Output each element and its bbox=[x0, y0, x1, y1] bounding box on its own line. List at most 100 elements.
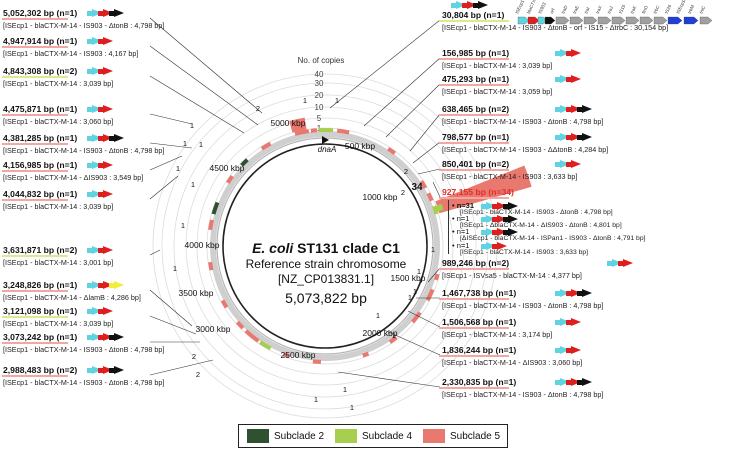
gene-body bbox=[98, 192, 105, 197]
gene-body bbox=[503, 230, 510, 235]
subclade-arc bbox=[426, 192, 434, 202]
leader-line bbox=[149, 359, 214, 376]
copy-count-label: 1 bbox=[408, 293, 412, 302]
gene-map-label: IS26 bbox=[664, 3, 673, 14]
gene-arrow bbox=[583, 16, 598, 25]
is903-icon bbox=[478, 1, 488, 9]
gene-body bbox=[492, 230, 499, 235]
legend-label: Subclade 2 bbox=[274, 431, 325, 442]
subclade-arc bbox=[259, 340, 272, 351]
leader-line bbox=[149, 45, 259, 126]
leader-line bbox=[149, 289, 193, 327]
leader-line bbox=[149, 142, 193, 149]
bla-icon bbox=[103, 366, 113, 374]
bla-icon bbox=[497, 215, 507, 223]
gene-body bbox=[98, 163, 105, 168]
bla-icon bbox=[571, 49, 581, 57]
gene-arrow bbox=[639, 16, 654, 25]
copy-bar-2 bbox=[289, 117, 307, 133]
label-underline bbox=[439, 169, 509, 171]
dnaA-label: dnaA bbox=[318, 145, 337, 154]
insertion-position: 156,985 bp (n=1) bbox=[442, 48, 510, 58]
label-underline bbox=[2, 199, 68, 201]
insertion-position: 475,293 bp (n=1) bbox=[442, 74, 510, 84]
copy-tick-label: 20 bbox=[315, 91, 324, 100]
gene-icon-group bbox=[555, 318, 620, 327]
isecp1-icon bbox=[92, 190, 102, 198]
gene-map-label: IS15 bbox=[618, 3, 627, 14]
grid-circle bbox=[185, 106, 465, 386]
isecp1-icon bbox=[92, 281, 102, 289]
gene-body bbox=[87, 69, 94, 74]
gene-map-label: orf bbox=[549, 7, 556, 15]
bla-icon bbox=[467, 1, 477, 9]
copy-count-label: 1 bbox=[191, 180, 195, 189]
gene-body bbox=[87, 335, 94, 340]
gene-body bbox=[109, 11, 116, 16]
leader-line bbox=[149, 17, 263, 114]
insertion-structure: [ISEcp1 - blaCTX-M-14 : 3,059 bp] bbox=[442, 87, 553, 96]
subclade-arc bbox=[387, 147, 397, 155]
copy-count-label: 1 bbox=[199, 140, 203, 149]
gene-icon-group bbox=[87, 134, 152, 143]
leader-line bbox=[337, 371, 441, 388]
gene-map-label: finO bbox=[641, 4, 649, 14]
leader-line bbox=[417, 168, 441, 175]
gene-arrow bbox=[625, 16, 640, 25]
n34-structure: [ΔISEcp1 - blaCTX-M-14 - ISPan1 - IS903 … bbox=[460, 235, 646, 242]
gene-icon-group bbox=[87, 37, 152, 46]
subclade-arc bbox=[208, 261, 214, 271]
gene-map-label: ISEcp1 bbox=[514, 0, 525, 14]
leader-line bbox=[432, 181, 441, 198]
leader-line bbox=[149, 315, 197, 335]
gene-body bbox=[98, 283, 105, 288]
gene-body bbox=[566, 107, 573, 112]
copy-count-label: 1 bbox=[190, 121, 194, 130]
leader-line bbox=[412, 141, 441, 164]
isecp1-icon bbox=[92, 134, 102, 142]
gene-body bbox=[98, 335, 105, 340]
bla-icon bbox=[103, 161, 113, 169]
insertion-structure: [ISEcp1 - blaCTX-M-14 : 3,174 bp] bbox=[442, 330, 553, 339]
gene-icon-group bbox=[87, 246, 152, 255]
insertion-position: 989,246 bp (n=2) bbox=[442, 258, 510, 268]
gene-body bbox=[492, 204, 499, 209]
legend-label: Subclade 5 bbox=[450, 431, 501, 442]
insertion-position: 850,401 bp (n=2) bbox=[442, 159, 510, 169]
insertion-structure: [ISEcp1 - blaCTX-M-14 - ΔIS903 : 3,549 b… bbox=[3, 173, 144, 182]
kbp-tick-label: 1500 kbp bbox=[391, 273, 426, 283]
bla-icon bbox=[103, 190, 113, 198]
gene-icon-group bbox=[481, 242, 546, 251]
leader-line bbox=[363, 57, 441, 127]
gene-icon-group bbox=[481, 202, 546, 211]
gene-icon-group bbox=[87, 67, 152, 76]
gene-map-label: trbC bbox=[652, 4, 660, 14]
isecp1-icon bbox=[92, 333, 102, 341]
gene-body bbox=[566, 162, 573, 167]
isecp1-icon bbox=[560, 160, 570, 168]
isecp1-icon bbox=[486, 242, 496, 250]
gene-body bbox=[98, 368, 105, 373]
accession: [NZ_CP013831.1] bbox=[277, 272, 375, 286]
copy-count-label: 2 bbox=[192, 352, 196, 361]
bla-icon bbox=[103, 67, 113, 75]
label-underline bbox=[2, 46, 68, 48]
subclade-arc bbox=[220, 299, 229, 309]
gene-arrow bbox=[527, 16, 540, 25]
gene-body bbox=[492, 244, 499, 249]
bla-icon bbox=[571, 160, 581, 168]
bla-icon bbox=[497, 242, 507, 250]
gene-body bbox=[109, 335, 116, 340]
gene-icon-group bbox=[555, 49, 620, 58]
copy-count-label: 1 bbox=[376, 311, 380, 320]
copy-count-label: 1 bbox=[181, 221, 185, 230]
gene-body bbox=[98, 309, 105, 314]
gene-body bbox=[555, 77, 562, 82]
gene-body bbox=[566, 320, 573, 325]
gene-map-label: traJ bbox=[606, 5, 614, 14]
insertion-structure: [ISEcp1 - blaCTX-M-14 - IS903 - ΔtonB : … bbox=[3, 345, 165, 354]
gene-body bbox=[503, 217, 510, 222]
insertion-structure: [ISEcp1 - blaCTX-M-14 - IS903 - ΔtonB - … bbox=[442, 23, 669, 32]
isecp1-icon bbox=[560, 289, 570, 297]
isecp1-icon bbox=[560, 75, 570, 83]
